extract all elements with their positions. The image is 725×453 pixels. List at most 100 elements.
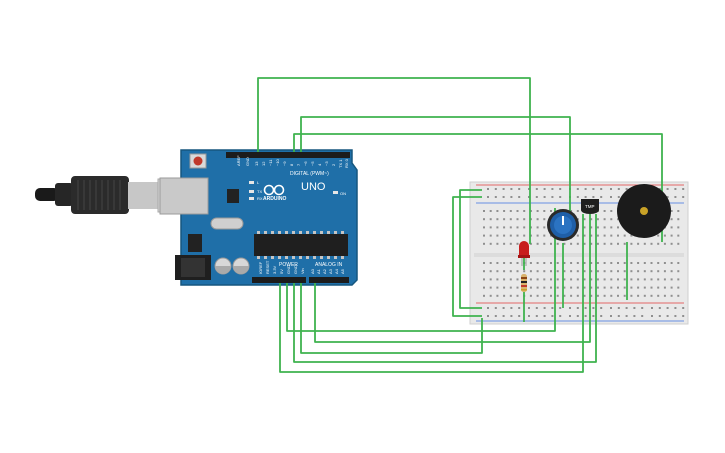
led-icon[interactable] — [518, 241, 530, 266]
breadboard-hole[interactable] — [503, 242, 506, 245]
breadboard-hole[interactable] — [610, 234, 613, 237]
breadboard-hole[interactable] — [637, 262, 640, 264]
breadboard-hole[interactable] — [494, 196, 497, 198]
breadboard-hole[interactable] — [496, 294, 499, 297]
breadboard-hole[interactable] — [576, 315, 579, 317]
breadboard-hole[interactable] — [509, 286, 512, 289]
breadboard-hole[interactable] — [603, 218, 606, 221]
breadboard-hole[interactable] — [617, 234, 619, 237]
breadboard-hole[interactable] — [556, 294, 559, 297]
breadboard-hole[interactable] — [487, 307, 489, 309]
breadboard-hole[interactable] — [503, 226, 506, 229]
breadboard-hole[interactable] — [483, 242, 485, 245]
breadboard-hole[interactable] — [535, 315, 538, 317]
breadboard-hole[interactable] — [584, 315, 587, 317]
breadboard-hole[interactable] — [551, 315, 554, 317]
breadboard-hole[interactable] — [489, 218, 492, 221]
breadboard-hole[interactable] — [583, 286, 586, 289]
breadboard-hole[interactable] — [576, 210, 579, 212]
breadboard-hole[interactable] — [543, 196, 546, 198]
breadboard-hole[interactable] — [623, 270, 626, 273]
breadboard-hole[interactable] — [650, 270, 653, 273]
breadboard-hole[interactable] — [550, 278, 552, 281]
breadboard-hole[interactable] — [600, 196, 603, 198]
breadboard-hole[interactable] — [563, 286, 566, 289]
breadboard-hole[interactable] — [650, 242, 653, 245]
breadboard-hole[interactable] — [489, 270, 492, 273]
breadboard-hole[interactable] — [576, 286, 579, 289]
breadboard-hole[interactable] — [592, 188, 595, 190]
breadboard-hole[interactable] — [489, 226, 492, 229]
breadboard-hole[interactable] — [592, 196, 595, 198]
breadboard-hole[interactable] — [528, 307, 530, 309]
breadboard-hole[interactable] — [610, 188, 612, 190]
breadboard-hole[interactable] — [487, 196, 489, 198]
breadboard-hole[interactable] — [584, 188, 587, 190]
breadboard-hole[interactable] — [630, 262, 633, 264]
breadboard-hole[interactable] — [623, 294, 626, 297]
breadboard-hole[interactable] — [617, 307, 620, 309]
breadboard-hole[interactable] — [509, 242, 512, 245]
breadboard-hole[interactable] — [503, 286, 506, 289]
breadboard-hole[interactable] — [535, 307, 538, 309]
breadboard-hole[interactable] — [529, 270, 532, 273]
breadboard-hole[interactable] — [536, 294, 539, 297]
breadboard-hole[interactable] — [510, 307, 513, 309]
reset-button[interactable] — [189, 153, 207, 169]
breadboard-hole[interactable] — [623, 234, 626, 237]
breadboard-hole[interactable] — [516, 270, 519, 273]
breadboard-hole[interactable] — [670, 262, 673, 264]
breadboard-hole[interactable] — [559, 196, 562, 198]
breadboard-hole[interactable] — [494, 188, 497, 190]
breadboard-hole[interactable] — [677, 294, 680, 297]
breadboard-hole[interactable] — [556, 270, 559, 273]
breadboard-hole[interactable] — [590, 262, 593, 264]
breadboard-hole[interactable] — [603, 226, 606, 229]
breadboard-hole[interactable] — [543, 262, 546, 264]
breadboard-hole[interactable] — [509, 218, 512, 221]
breadboard-hole[interactable] — [509, 270, 512, 273]
breadboard-hole[interactable] — [550, 262, 552, 264]
breadboard-hole[interactable] — [576, 234, 579, 237]
breadboard-hole[interactable] — [674, 307, 677, 309]
breadboard-hole[interactable] — [529, 294, 532, 297]
breadboard-hole[interactable] — [536, 262, 539, 264]
breadboard-hole[interactable] — [576, 242, 579, 245]
power-header[interactable] — [252, 277, 306, 283]
breadboard-hole[interactable] — [518, 307, 521, 309]
piezo-buzzer-icon[interactable] — [617, 184, 671, 238]
breadboard-hole[interactable] — [570, 270, 573, 273]
breadboard-hole[interactable] — [503, 218, 506, 221]
breadboard-hole[interactable] — [496, 262, 499, 264]
breadboard-hole[interactable] — [596, 218, 599, 221]
potentiometer-icon[interactable] — [547, 209, 579, 241]
breadboard-hole[interactable] — [502, 196, 505, 198]
breadboard-hole[interactable] — [576, 278, 579, 281]
breadboard-hole[interactable] — [677, 270, 680, 273]
breadboard-hole[interactable] — [556, 286, 559, 289]
breadboard-hole[interactable] — [551, 188, 554, 190]
breadboard-hole[interactable] — [603, 286, 606, 289]
breadboard-hole[interactable] — [650, 294, 653, 297]
breadboard-hole[interactable] — [603, 210, 606, 212]
breadboard-hole[interactable] — [516, 234, 519, 237]
breadboard-hole[interactable] — [487, 315, 489, 317]
breadboard-hole[interactable] — [576, 307, 579, 309]
breadboard-hole[interactable] — [536, 234, 539, 237]
breadboard-hole[interactable] — [596, 262, 599, 264]
breadboard-hole[interactable] — [657, 278, 660, 281]
breadboard-hole[interactable] — [516, 218, 519, 221]
breadboard-hole[interactable] — [637, 294, 640, 297]
breadboard-hole[interactable] — [489, 242, 492, 245]
breadboard-hole[interactable] — [670, 294, 673, 297]
breadboard-hole[interactable] — [677, 262, 680, 264]
breadboard-hole[interactable] — [496, 286, 499, 289]
breadboard-hole[interactable] — [503, 234, 506, 237]
breadboard-hole[interactable] — [518, 315, 521, 317]
breadboard-hole[interactable] — [528, 315, 530, 317]
breadboard-hole[interactable] — [483, 218, 485, 221]
breadboard-hole[interactable] — [518, 196, 521, 198]
breadboard-hole[interactable] — [576, 294, 579, 297]
breadboard-hole[interactable] — [496, 278, 499, 281]
breadboard-hole[interactable] — [617, 242, 619, 245]
